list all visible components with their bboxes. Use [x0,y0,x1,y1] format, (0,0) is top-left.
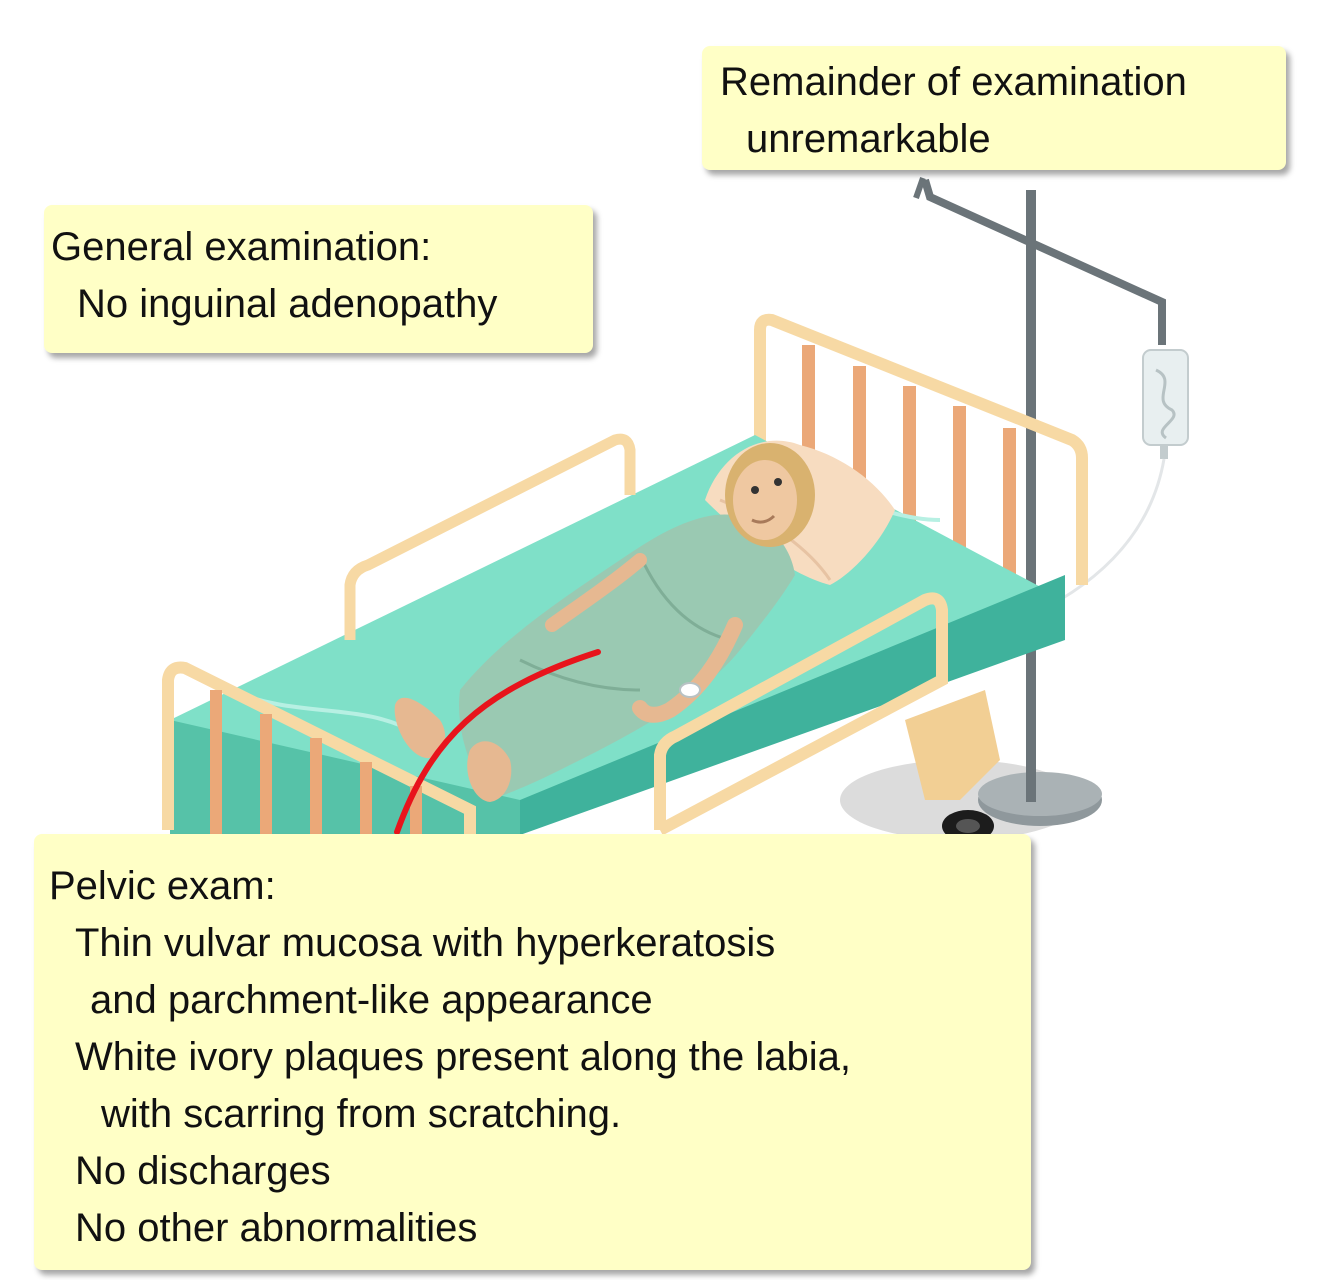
note-pelvic-line-4: White ivory plaques present along the la… [75,1035,852,1079]
note-pelvic-line-7: No other abnormalities [75,1206,478,1250]
pointer-arrow [394,649,601,835]
note-remainder-of-examination: Remainder of examination unremarkable [702,46,1286,170]
note-pelvic-line-6: No discharges [75,1149,331,1193]
note-pelvic-line-3: and parchment-like appearance [90,978,653,1022]
bed-side-rail-back [344,433,636,640]
bed-side-rail-front [654,592,948,836]
note-remainder-line-2: unremarkable [746,117,991,161]
iv-bag [1142,349,1189,446]
note-remainder-line-1: Remainder of examination [720,60,1187,104]
patient-figure [394,443,815,802]
note-pelvic-line-5: with scarring from scratching. [101,1092,622,1136]
bed-foot-rail [162,661,476,840]
note-pelvic-exam: Pelvic exam: Thin vulvar mucosa with hyp… [34,834,1031,1270]
note-general-line-2: No inguinal adenopathy [77,282,498,326]
note-pelvic-line-1: Pelvic exam: [49,864,276,908]
note-general-line-1: General examination: [51,225,432,269]
note-general-examination: General examination: No inguinal adenopa… [44,205,593,353]
note-pelvic-line-2: Thin vulvar mucosa with hyperkeratosis [75,921,776,965]
